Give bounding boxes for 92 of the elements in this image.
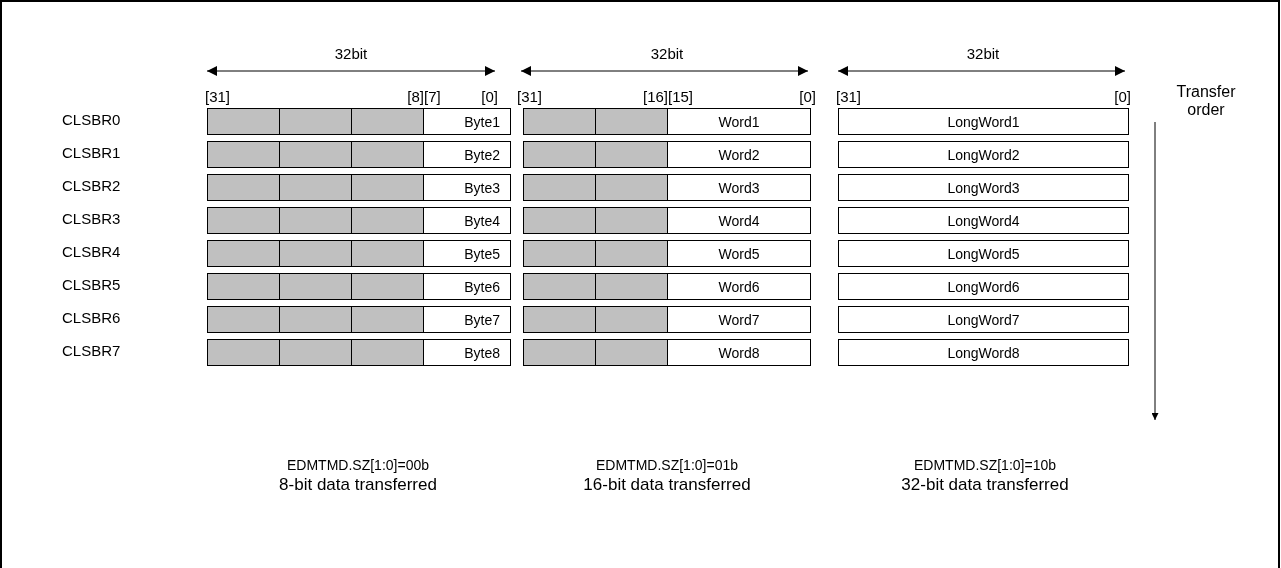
unused-bits-field bbox=[523, 240, 596, 267]
unused-bits-field bbox=[351, 108, 424, 135]
unused-bits-field bbox=[351, 207, 424, 234]
bit-index: [31] bbox=[205, 89, 231, 106]
unused-bits-field bbox=[279, 174, 352, 201]
register-field: Word1 bbox=[667, 108, 811, 135]
register-field: Byte7 bbox=[423, 306, 511, 333]
unused-bits-field bbox=[595, 273, 668, 300]
register-field: LongWord7 bbox=[838, 306, 1129, 333]
unused-bits-field bbox=[523, 141, 596, 168]
setting-label: EDMTMD.SZ[1:0]=10b bbox=[914, 458, 1056, 474]
unused-bits-field bbox=[207, 339, 280, 366]
register-name: CLSBR7 bbox=[62, 343, 121, 360]
register-field: Byte8 bbox=[423, 339, 511, 366]
unused-bits-field bbox=[351, 240, 424, 267]
unused-bits-field bbox=[279, 141, 352, 168]
register-field: Word5 bbox=[667, 240, 811, 267]
register-name: CLSBR3 bbox=[62, 211, 121, 228]
unused-bits-field bbox=[523, 108, 596, 135]
unused-bits-field bbox=[595, 339, 668, 366]
unused-bits-field bbox=[207, 141, 280, 168]
unused-bits-field bbox=[207, 174, 280, 201]
register-field: Byte2 bbox=[423, 141, 511, 168]
register-name: CLSBR1 bbox=[62, 145, 121, 162]
register-field: Word2 bbox=[667, 141, 811, 168]
unused-bits-field bbox=[523, 207, 596, 234]
unused-bits-field bbox=[279, 306, 352, 333]
bit-index: [31] bbox=[517, 89, 543, 106]
unused-bits-field bbox=[523, 339, 596, 366]
bit-index: [0] bbox=[799, 89, 816, 106]
register-field: LongWord6 bbox=[838, 273, 1129, 300]
register-field: LongWord2 bbox=[838, 141, 1129, 168]
unused-bits-field bbox=[595, 207, 668, 234]
register-field: LongWord4 bbox=[838, 207, 1129, 234]
register-field: LongWord1 bbox=[838, 108, 1129, 135]
setting-label: EDMTMD.SZ[1:0]=01b bbox=[596, 458, 738, 474]
unused-bits-field bbox=[279, 207, 352, 234]
unused-bits-field bbox=[523, 273, 596, 300]
unused-bits-field bbox=[351, 174, 424, 201]
register-field: Word6 bbox=[667, 273, 811, 300]
caption: 16-bit data transferred bbox=[583, 476, 751, 495]
bit-width-label: 32bit bbox=[966, 46, 1000, 63]
register-field: Byte6 bbox=[423, 273, 511, 300]
unused-bits-field bbox=[351, 141, 424, 168]
register-name: CLSBR4 bbox=[62, 244, 121, 261]
register-field: Word7 bbox=[667, 306, 811, 333]
register-field: Word8 bbox=[667, 339, 811, 366]
unused-bits-field bbox=[279, 273, 352, 300]
register-field: Byte1 bbox=[423, 108, 511, 135]
caption: 8-bit data transferred bbox=[279, 476, 437, 495]
register-field: LongWord8 bbox=[838, 339, 1129, 366]
unused-bits-field bbox=[207, 273, 280, 300]
register-field: Word4 bbox=[667, 207, 811, 234]
register-name: CLSBR0 bbox=[62, 112, 121, 129]
unused-bits-field bbox=[207, 306, 280, 333]
unused-bits-field bbox=[279, 108, 352, 135]
unused-bits-field bbox=[595, 108, 668, 135]
unused-bits-field bbox=[207, 108, 280, 135]
register-field: Byte4 bbox=[423, 207, 511, 234]
unused-bits-field bbox=[595, 240, 668, 267]
unused-bits-field bbox=[351, 306, 424, 333]
register-field: LongWord3 bbox=[838, 174, 1129, 201]
bit-width-label: 32bit bbox=[650, 46, 684, 63]
setting-label: EDMTMD.SZ[1:0]=00b bbox=[287, 458, 429, 474]
bit-index: [15] bbox=[668, 89, 694, 106]
bit-index: [31] bbox=[836, 89, 862, 106]
unused-bits-field bbox=[523, 306, 596, 333]
bit-index: [7] bbox=[424, 89, 441, 106]
register-name: CLSBR2 bbox=[62, 178, 121, 195]
unused-bits-field bbox=[351, 273, 424, 300]
register-name: CLSBR6 bbox=[62, 310, 121, 327]
register-field: Byte5 bbox=[423, 240, 511, 267]
bit-index: [0] bbox=[1114, 89, 1131, 106]
bit-index: [16] bbox=[642, 89, 668, 106]
bit-index: [8] bbox=[407, 89, 424, 106]
unused-bits-field bbox=[595, 141, 668, 168]
unused-bits-field bbox=[279, 339, 352, 366]
unused-bits-field bbox=[351, 339, 424, 366]
register-field: Byte3 bbox=[423, 174, 511, 201]
unused-bits-field bbox=[207, 240, 280, 267]
caption: 32-bit data transferred bbox=[901, 476, 1069, 495]
unused-bits-field bbox=[523, 174, 596, 201]
register-field: LongWord5 bbox=[838, 240, 1129, 267]
unused-bits-field bbox=[595, 174, 668, 201]
register-name: CLSBR5 bbox=[62, 277, 121, 294]
unused-bits-field bbox=[207, 207, 280, 234]
register-field: Word3 bbox=[667, 174, 811, 201]
axis-label: Transfer order bbox=[1175, 83, 1237, 119]
unused-bits-field bbox=[279, 240, 352, 267]
unused-bits-field bbox=[595, 306, 668, 333]
bit-width-label: 32bit bbox=[334, 46, 368, 63]
bit-index: [0] bbox=[481, 89, 498, 106]
